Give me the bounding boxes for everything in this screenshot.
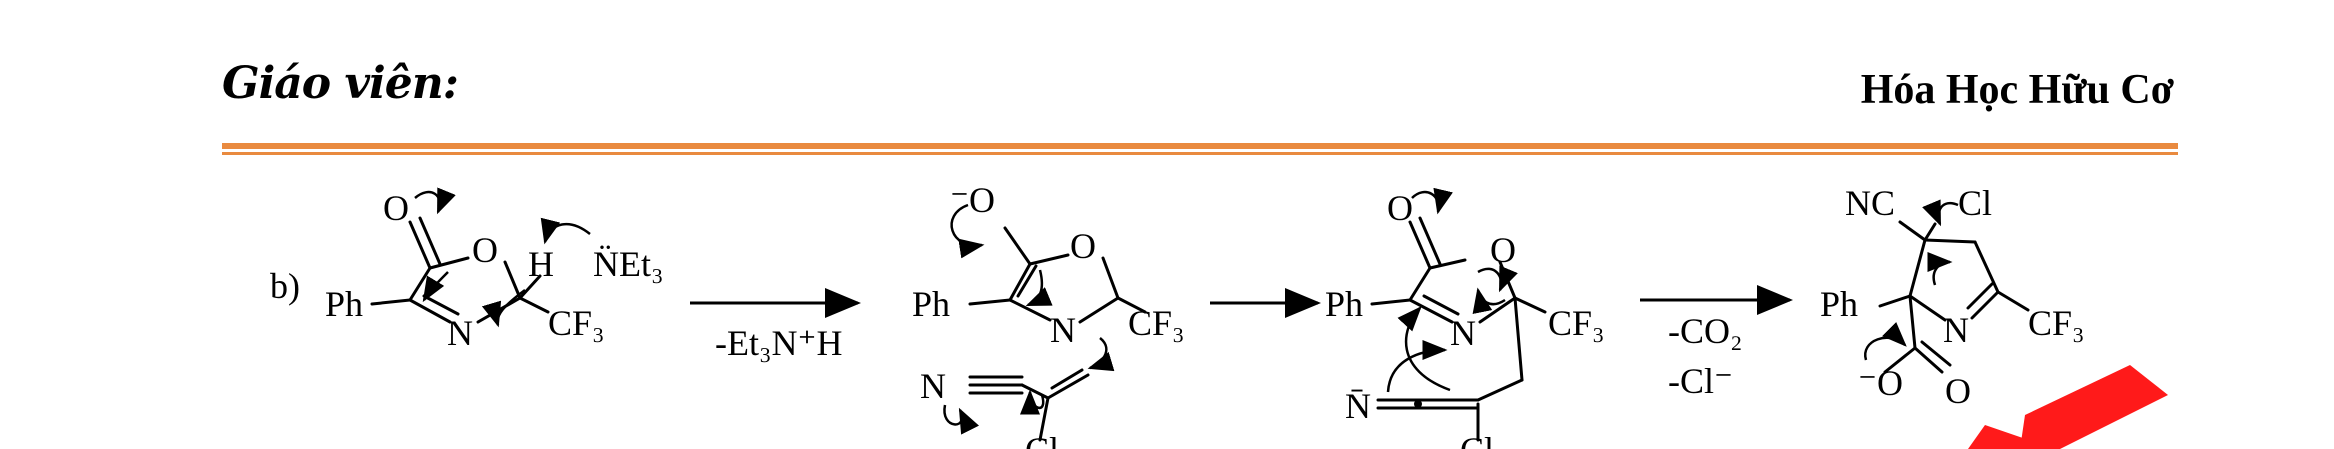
s4-nc: NC: [1845, 183, 1895, 223]
s2-ph: Ph: [912, 284, 950, 324]
s2-o-anion: ⁻O: [950, 180, 995, 220]
step3-loss-cl: -Cl⁻: [1668, 361, 1733, 401]
structure-oxazolone: [370, 187, 591, 328]
structure-bicyclic-intermediate: [1370, 187, 1547, 442]
s1-o-ring: O: [472, 230, 498, 270]
s4-cl: Cl: [1958, 183, 1992, 223]
s4-cf3: CF₃: [2028, 303, 2085, 343]
red-check-stamp: [1968, 365, 2168, 449]
s3-n-ring: N: [1450, 313, 1476, 353]
s3-o-ring: O: [1490, 230, 1516, 270]
s3-cf3: CF₃: [1548, 303, 1605, 343]
s4-ph: Ph: [1820, 284, 1858, 324]
s2-n-ring: N: [1050, 310, 1076, 350]
structure-munchnone-adduct: [943, 203, 1147, 442]
s2-cl: Cl: [1025, 430, 1059, 449]
s3-ph: Ph: [1325, 284, 1363, 324]
s2-nitrile-n: N: [920, 366, 946, 406]
s1-o-carbonyl: O: [383, 188, 409, 228]
subject-title: Hóa Học Hữu Cơ: [1860, 67, 2174, 113]
step3-loss-co2: -CO₂: [1668, 311, 1743, 351]
s1-base: N̈Et₃: [593, 244, 664, 284]
s1-h: H: [528, 244, 554, 284]
s1-cf3: CF₃: [548, 303, 605, 343]
s3-cl: Cl: [1460, 430, 1494, 449]
s2-cf3: CF₃: [1128, 303, 1185, 343]
s4-n-ring: N: [1943, 310, 1969, 350]
s4-o-carbonyl: O: [1945, 371, 1971, 411]
structure-pyrroline: [1864, 199, 2030, 374]
s1-n-ring: N: [447, 313, 473, 353]
header-rule-thick: [222, 143, 2178, 149]
s3-n-anion: N̄: [1345, 386, 1371, 426]
s1-ph: Ph: [325, 284, 363, 324]
s3-o-carbonyl: O: [1387, 188, 1413, 228]
header-rule-thin: [222, 152, 2178, 155]
step1-reagent: -Et₃N⁺H: [715, 323, 843, 363]
s4-o-anion: ⁻O: [1858, 363, 1903, 403]
part-label: b): [270, 266, 300, 306]
s2-o-ring: O: [1070, 226, 1096, 266]
teacher-label: Giáo viên:: [222, 58, 459, 109]
